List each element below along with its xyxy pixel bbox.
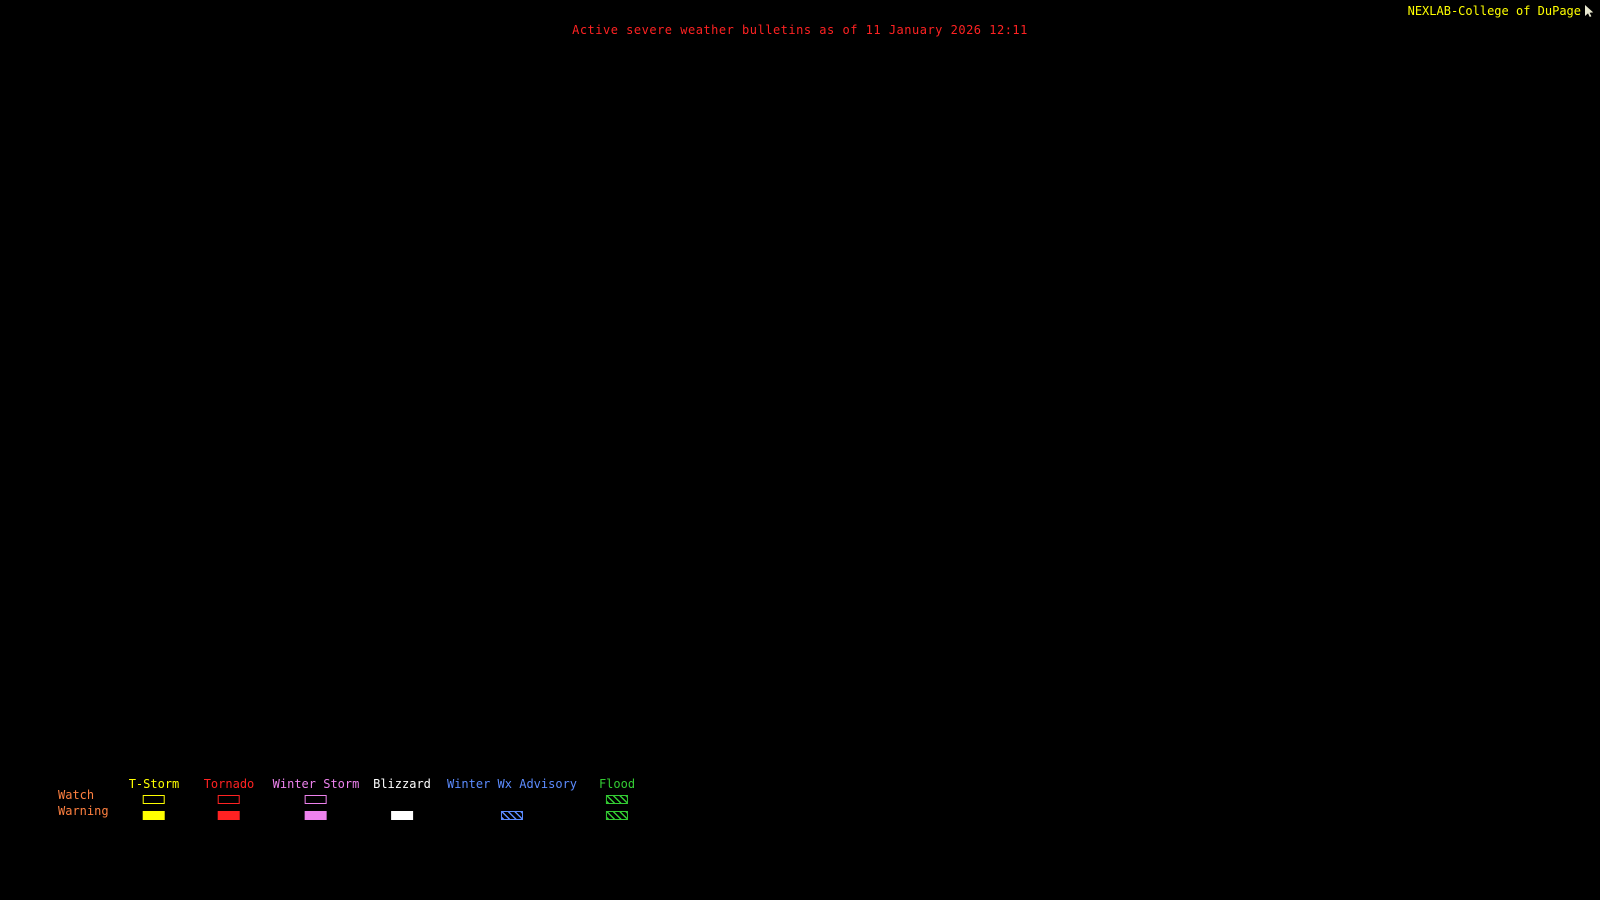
- legend-header: Tornado: [203, 777, 255, 791]
- branding: NEXLAB-College of DuPage: [1408, 4, 1594, 18]
- legend-column-tstorm: T-Storm: [128, 777, 180, 820]
- watch-swatch: [217, 795, 240, 804]
- legend-column-winter-wx-advisory: Winter Wx Advisory: [447, 777, 577, 820]
- legend-column-blizzard: Blizzard: [373, 777, 431, 820]
- warning-swatch: [217, 811, 240, 820]
- warning-swatch: [500, 811, 523, 820]
- legend-column-flood: Flood: [599, 777, 635, 820]
- legend-header: Winter Storm: [272, 777, 360, 791]
- legend-column-winter-storm: Winter Storm: [272, 777, 360, 820]
- watch-row-label: Watch: [58, 788, 95, 802]
- legend-header: T-Storm: [128, 777, 180, 791]
- legend-header: Flood: [598, 777, 636, 791]
- watch-swatch: [304, 795, 327, 804]
- bulletin-title: Active severe weather bulletins as of 11…: [572, 23, 1028, 37]
- cursor-icon: [1585, 5, 1594, 17]
- branding-text: NEXLAB-College of DuPage: [1407, 4, 1581, 18]
- legend-column-tornado: Tornado: [203, 777, 255, 820]
- legend-header: Blizzard: [373, 777, 431, 791]
- warning-swatch: [390, 811, 413, 820]
- legend-header: Winter Wx Advisory: [446, 777, 578, 791]
- warning-swatch: [142, 811, 165, 820]
- warning-swatch: [606, 811, 628, 820]
- watch-swatch: [142, 795, 165, 804]
- watch-swatch: [606, 795, 628, 804]
- warning-swatch: [304, 811, 327, 820]
- warning-row-label: Warning: [58, 804, 109, 818]
